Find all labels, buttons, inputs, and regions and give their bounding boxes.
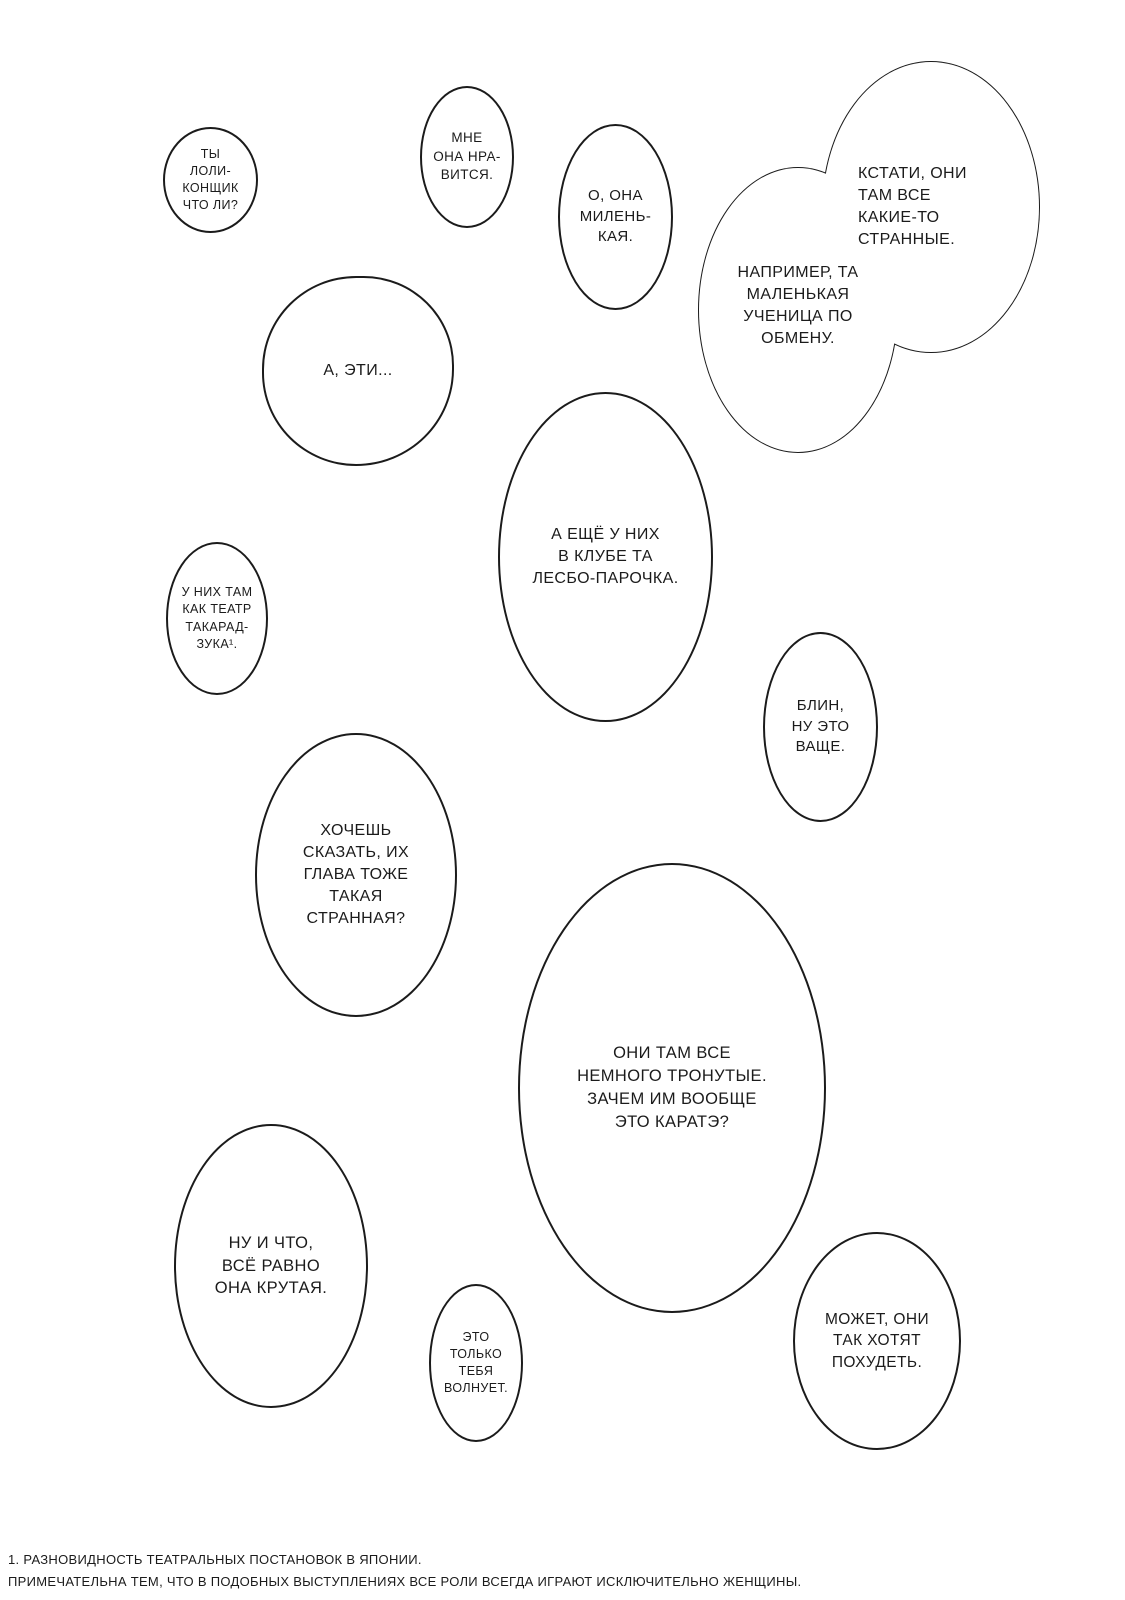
speech-bubble-leader-strange-too: ХОЧЕШЬ СКАЗАТЬ, ИХ ГЛАВА ТОЖЕ ТАКАЯ СТРА… [255,733,457,1017]
bubble-text: БЛИН, НУ ЭТО ВАЩЕ. [791,696,850,756]
speech-bubble-she-is-cool: НУ И ЧТО, ВСЁ РАВНО ОНА КРУТАЯ. [174,1124,368,1408]
bubble-text: ЭТО ТОЛЬКО ТЕБЯ ВОЛНУЕТ. [444,1329,508,1396]
speech-bubble-loli-question: ТЫ ЛОЛИ- КОНЩИК ЧТО ЛИ? [163,127,258,233]
bubble-text: НАПРИМЕР, ТА МАЛЕНЬКАЯ УЧЕНИЦА ПО ОБМЕНУ… [737,264,859,348]
speech-bubble-and-those: А, ЭТИ... [262,276,454,466]
bubble-text: У НИХ ТАМ КАК ТЕАТР ТАКАРАД- ЗУКА¹. [181,585,253,651]
bubble-text: ОНИ ТАМ ВСЕ НЕМНОГО ТРОНУТЫЕ. ЗАЧЕМ ИМ В… [577,1044,767,1131]
bubble-text: МОЖЕТ, ОНИ ТАК ХОТЯТ ПОХУДЕТЬ. [824,1310,930,1371]
speech-bubble-blin-vasche: БЛИН, НУ ЭТО ВАЩЕ. [763,632,878,822]
bubble-text: ХОЧЕШЬ СКАЗАТЬ, ИХ ГЛАВА ТОЖЕ ТАКАЯ СТРА… [302,821,410,928]
speech-bubble-i-like-her: МНЕ ОНА НРА- ВИТСЯ. [420,86,514,228]
bubble-text: ТЫ ЛОЛИ- КОНЩИК ЧТО ЛИ? [182,146,239,213]
speech-bubble-they-are-strange: КСТАТИ, ОНИ ТАМ ВСЕ КАКИЕ-ТО СТРАННЫЕ. [858,163,1030,251]
speech-bubble-takarazuka: У НИХ ТАМ КАК ТЕАТР ТАКАРАД- ЗУКА¹. [166,542,268,695]
footnote-line-2: ПРИМЕЧАТЕЛЬНА ТЕМ, ЧТО В ПОДОБНЫХ ВЫСТУП… [8,1573,802,1589]
speech-bubble-exchange-student: НАПРИМЕР, ТА МАЛЕНЬКАЯ УЧЕНИЦА ПО ОБМЕНУ… [703,262,893,350]
bubble-text: О, ОНА МИЛЕНЬ- КАЯ. [579,186,652,246]
footnote-line-1: 1. РАЗНОВИДНОСТЬ ТЕАТРАЛЬНЫХ ПОСТАНОВОК … [8,1552,422,1568]
speech-bubble-lesbo-couple: А ЕЩЁ У НИХ В КЛУБЕ ТА ЛЕСБО-ПАРОЧКА. [498,392,713,722]
merged-speech-blob [698,61,1040,453]
bubble-text: КСТАТИ, ОНИ ТАМ ВСЕ КАКИЕ-ТО СТРАННЫЕ. [858,165,967,249]
speech-bubble-lose-weight: МОЖЕТ, ОНИ ТАК ХОТЯТ ПОХУДЕТЬ. [793,1232,961,1450]
speech-bubble-only-bothers-you: ЭТО ТОЛЬКО ТЕБЯ ВОЛНУЕТ. [429,1284,523,1442]
footnote: 1. РАЗНОВИДНОСТЬ ТЕАТРАЛЬНЫХ ПОСТАНОВОК … [8,1549,801,1592]
speech-bubble-why-karate: ОНИ ТАМ ВСЕ НЕМНОГО ТРОНУТЫЕ. ЗАЧЕМ ИМ В… [518,863,826,1313]
bubble-text: А ЕЩЁ У НИХ В КЛУБЕ ТА ЛЕСБО-ПАРОЧКА. [532,525,679,588]
bubble-text: А, ЭТИ... [323,361,393,379]
bubble-text: МНЕ ОНА НРА- ВИТСЯ. [433,130,501,183]
bubble-text: НУ И ЧТО, ВСЁ РАВНО ОНА КРУТАЯ. [214,1233,328,1298]
speech-bubble-she-is-cute: О, ОНА МИЛЕНЬ- КАЯ. [558,124,673,310]
